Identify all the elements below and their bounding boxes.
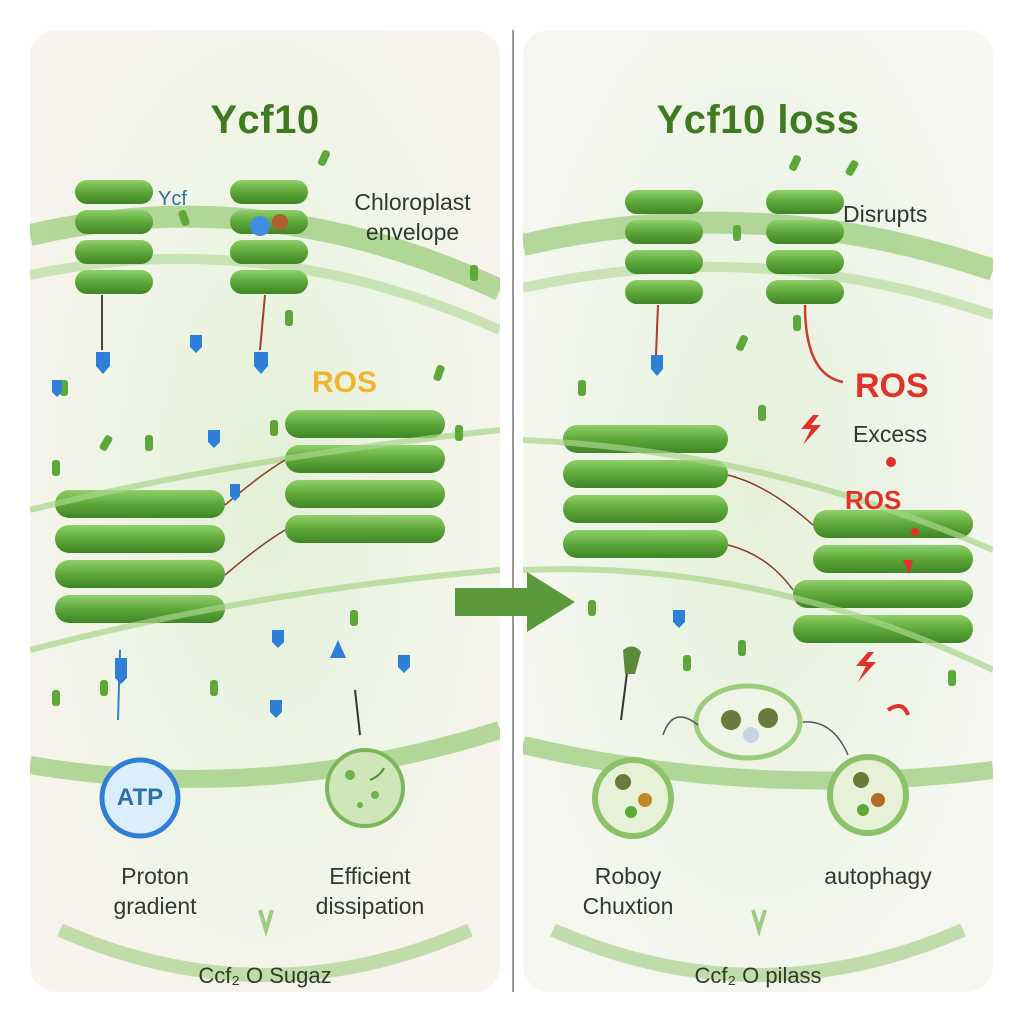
panel-title: Ycf10 loss (656, 98, 860, 142)
bottom-caption: Ccf₂ O Sugaz (198, 963, 332, 988)
ycf10-loss-panel: Ycf10 loss Disrupts ROS Excess ROS Roboy… (523, 30, 993, 992)
ros-label-small: ROS (845, 485, 902, 515)
chloroplast-envelope-label: Chloroplast envelope (354, 189, 471, 245)
inner-membrane-bottom (30, 721, 500, 788)
thylakoid-stack-upper (285, 410, 445, 543)
bottom-caption: Ccf₂ O pilass (694, 963, 822, 988)
roboy-chuxtion-label: Roboy Chuxtion (582, 863, 674, 919)
chloroplast-envelope-outer (523, 211, 993, 281)
autophagosome-left (592, 757, 674, 839)
efficient-dissipation-label: Efficient dissipation (315, 863, 425, 919)
thylakoid-stack-upper (563, 425, 728, 558)
inner-membrane-bottom (523, 736, 993, 790)
thylakoid-stack-lower (793, 510, 973, 643)
ros-label: ROS (855, 367, 929, 405)
disrupts-label: Disrupts (843, 201, 928, 227)
thylakoid-stack-lower (55, 490, 225, 623)
ros-sparks (801, 415, 919, 716)
excess-label: Excess (853, 421, 928, 447)
chloroplast-envelope-inner (523, 261, 993, 320)
dissipation-vesicle (325, 748, 405, 828)
ion-blue (254, 352, 268, 374)
protein-complex-right (766, 190, 844, 304)
protein-complex-left (75, 180, 153, 294)
autophagosome-center (693, 683, 803, 761)
ycf10-loss-illustration (523, 155, 993, 982)
atp-label: ATP (116, 784, 164, 811)
ros-label: ROS (312, 366, 378, 399)
protein-complex-right (230, 180, 308, 294)
panel-divider (512, 30, 514, 992)
panel-title: Ycf10 (210, 98, 320, 142)
proton-gradient-label: Proton gradient (113, 863, 197, 919)
ycf-small-label: Ycf (158, 188, 187, 210)
ycf10-panel: Ycf10 Ycf Chloroplast envelope ROS ATP P… (30, 30, 500, 992)
autophagosome-right (827, 754, 909, 836)
atp-synthase (99, 757, 181, 839)
bottom-arc (57, 923, 473, 982)
bottom-arc (550, 923, 966, 982)
protein-complex-left (625, 190, 703, 304)
proton-particles (52, 335, 410, 718)
autophagy-label: autophagy (824, 863, 932, 889)
ycf10-illustration (30, 150, 500, 982)
transition-arrow-icon (455, 572, 575, 632)
stroma-particles (578, 155, 956, 686)
ion-blue (96, 352, 110, 374)
